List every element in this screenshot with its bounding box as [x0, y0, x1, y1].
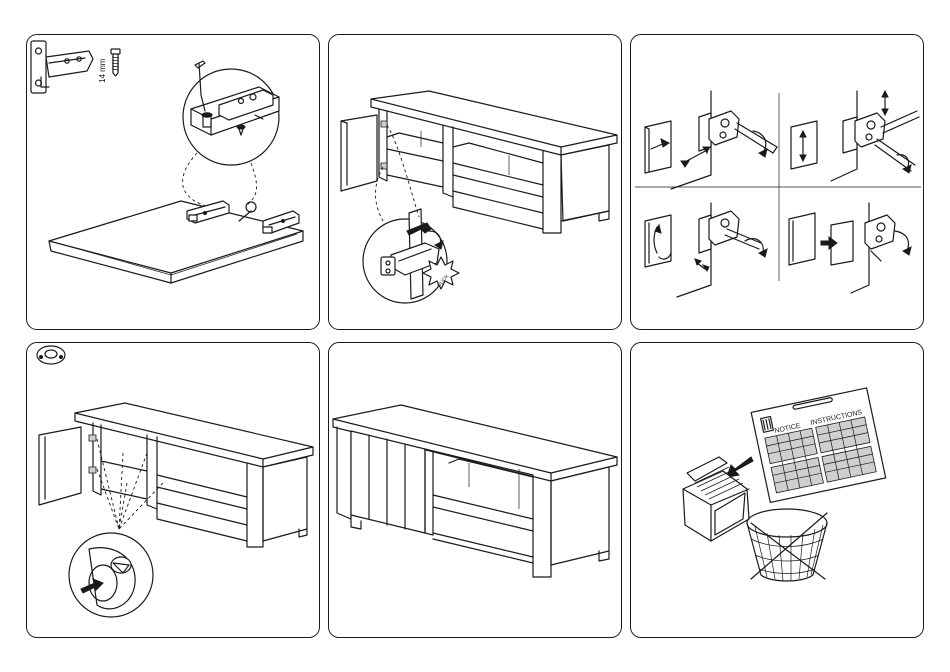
adjust-horizontal-diagram — [645, 91, 777, 189]
screw-length-label: 14 mm — [98, 58, 107, 83]
tv-cabinet-closed — [333, 405, 617, 577]
adjust-vertical-diagram — [791, 91, 919, 181]
instruction-sheet — [751, 388, 886, 503]
hinge-click-detail-circle — [363, 209, 447, 303]
cover-cap-detail-circle — [69, 533, 153, 617]
step-2-door-fitting-panel: CLICK — [328, 34, 622, 330]
arrow-to-folder-icon — [727, 457, 753, 477]
cabinet-door-panel-flat — [49, 201, 303, 283]
wastebasket-crossed-icon — [747, 509, 827, 581]
remove-door-diagram — [789, 203, 911, 293]
step-3-hinge-adjustment-panel — [630, 34, 924, 330]
step-1-hinge-mounting-panel: 14 mm — [26, 34, 320, 330]
adjust-depth-diagram — [645, 203, 767, 297]
open-door — [341, 115, 387, 191]
step-4-cover-cap-panel — [26, 342, 320, 638]
tv-cabinet-open-door — [39, 403, 313, 547]
tv-cabinet — [371, 91, 617, 233]
step-5-finished-cabinet-panel — [328, 342, 622, 638]
hinge-screw-detail-circle — [183, 61, 279, 165]
step-6-keep-instructions-panel: NOTICE INSTRUCTIONS — [630, 342, 924, 638]
cover-cap-icon — [37, 346, 65, 364]
screw-icon — [111, 49, 120, 76]
file-box-icon — [683, 457, 749, 541]
hinge-parts-icon — [31, 41, 93, 93]
